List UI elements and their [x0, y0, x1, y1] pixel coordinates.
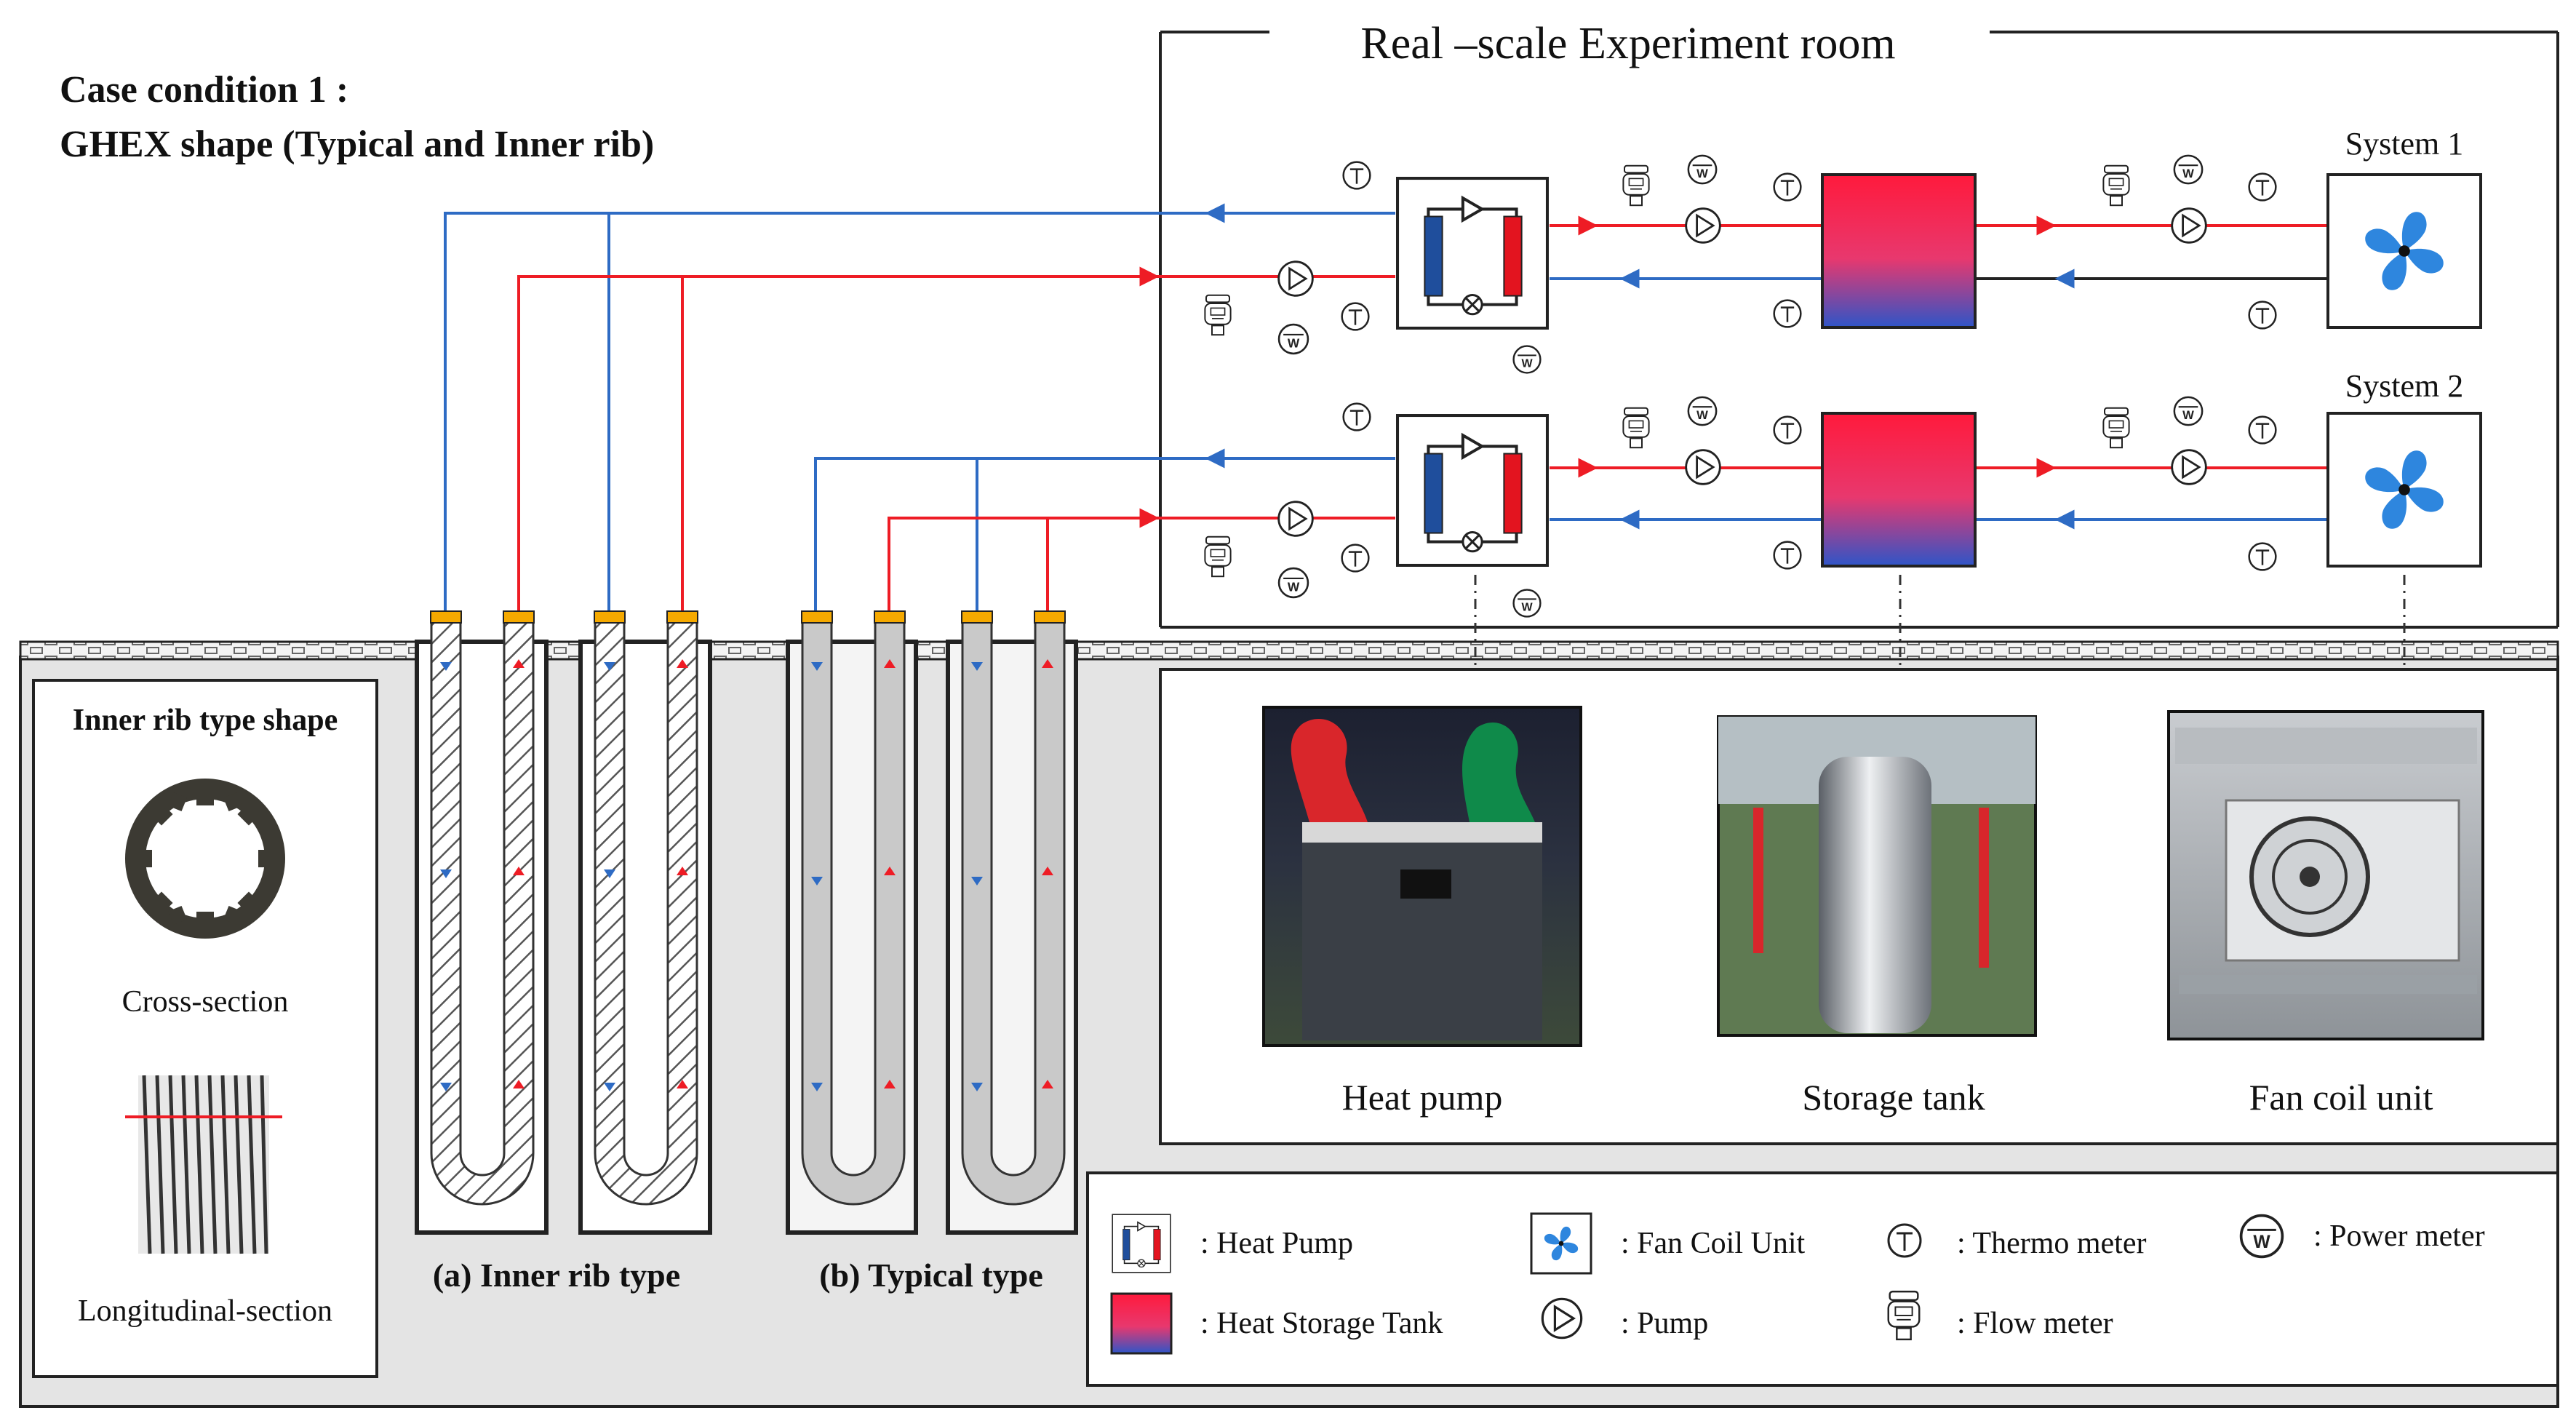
storage-tank-photo	[1717, 715, 2037, 1037]
storage-tank-2	[1821, 412, 1977, 568]
flow-meter-icon	[1204, 294, 1232, 336]
power-meter-icon	[1687, 154, 1718, 185]
typical-type-label: (b) Typical type	[819, 1257, 1043, 1294]
storage-tank-photo-caption: Storage tank	[1802, 1077, 1985, 1118]
pump-icon	[2171, 207, 2207, 244]
legend-heat-pump: : Heat Pump	[1200, 1227, 1353, 1260]
cross-section-caption: Cross-section	[122, 985, 289, 1019]
inner-rib-type-label: (a) Inner rib type	[433, 1257, 680, 1294]
legend-fan-coil-unit: : Fan Coil Unit	[1621, 1227, 1806, 1260]
thermo-meter-icon	[2248, 300, 2277, 330]
heat-pump-2	[1397, 415, 1547, 565]
system-2-label: System 2	[2345, 368, 2464, 404]
legend-pump: : Pump	[1621, 1307, 1708, 1340]
piping	[444, 212, 2328, 611]
legend-thermo-meter: : Thermo meter	[1957, 1227, 2146, 1260]
inner-rib-panel-title: Inner rib type shape	[73, 704, 338, 737]
power-meter-icon	[1277, 567, 1309, 599]
flow-meter-icon	[1622, 407, 1650, 449]
power-meter-icon	[1512, 589, 1542, 618]
thermo-meter-icon	[1342, 402, 1371, 431]
longitudinal-section-caption: Longitudinal-section	[78, 1294, 332, 1328]
pump-icon	[2171, 449, 2207, 485]
power-meter-icon	[1512, 345, 1542, 374]
heat-pump-photo	[1262, 706, 1582, 1047]
case-condition-title: Case condition 1 :	[60, 69, 348, 111]
thermo-meter-icon	[2248, 172, 2277, 202]
power-meter-icon	[2173, 154, 2204, 185]
heat-pump-photo-caption: Heat pump	[1342, 1077, 1503, 1118]
fan-coil-unit-photo	[2167, 710, 2484, 1040]
power-meter-icon	[2173, 396, 2204, 426]
pump-icon	[1277, 260, 1314, 297]
ghex-shape-subtitle: GHEX shape (Typical and Inner rib)	[60, 124, 654, 165]
thermo-meter-icon	[1773, 299, 1802, 328]
flow-meter-icon	[1622, 164, 1650, 207]
thermo-meter-icon	[1341, 302, 1370, 331]
borehole-inner-rib-2	[578, 610, 712, 1235]
legend-flow-meter: : Flow meter	[1957, 1307, 2113, 1340]
heat-pump-1	[1397, 178, 1547, 328]
thermo-meter-icon	[1773, 541, 1802, 570]
legend-power-meter: : Power meter	[2313, 1219, 2485, 1253]
power-meter-icon	[1687, 396, 1718, 426]
storage-tank-1	[1821, 173, 1977, 329]
legend-pump-icon	[1541, 1297, 1583, 1340]
legend-heat-pump-icon	[1112, 1214, 1171, 1273]
borehole-typical-1	[786, 610, 918, 1235]
rib-longitudinal-section-icon	[125, 1075, 282, 1254]
pipe-flow-markers	[440, 659, 1053, 1091]
flow-meter-icon	[2102, 407, 2130, 449]
flow-meter-icon	[1204, 536, 1232, 578]
system-1-label: System 1	[2345, 126, 2464, 162]
legend-thermo-meter-icon	[1887, 1223, 1922, 1258]
thermo-meter-icon	[1342, 161, 1371, 190]
borehole-inner-rib-1	[415, 610, 549, 1235]
ground-surface	[19, 640, 2559, 661]
thermo-meter-icon	[1773, 415, 1802, 445]
thermo-meter-icon	[2248, 542, 2277, 571]
thermo-meter-icon	[2248, 415, 2277, 445]
experiment-room-frame	[1159, 31, 2559, 629]
thermo-meter-icon	[1341, 544, 1370, 573]
borehole-typical-2	[946, 610, 1078, 1235]
thermo-meter-icon	[1773, 172, 1802, 202]
pump-icon	[1685, 207, 1721, 244]
legend-box	[1086, 1171, 2559, 1387]
legend-storage-tank-icon	[1110, 1292, 1173, 1355]
fan-coil-unit-photo-caption: Fan coil unit	[2249, 1077, 2433, 1118]
legend-heat-storage-tank: : Heat Storage Tank	[1200, 1307, 1443, 1340]
legend-power-meter-icon	[2239, 1214, 2284, 1259]
flow-meter-icon	[2102, 164, 2130, 207]
photo-leaders	[1474, 575, 2406, 673]
power-meter-icon	[1277, 323, 1309, 355]
pump-icon	[1685, 449, 1721, 485]
rib-cross-section-icon	[125, 779, 285, 939]
experiment-room-title: Real –scale Experiment room	[1360, 19, 1895, 68]
pump-icon	[1277, 501, 1314, 537]
